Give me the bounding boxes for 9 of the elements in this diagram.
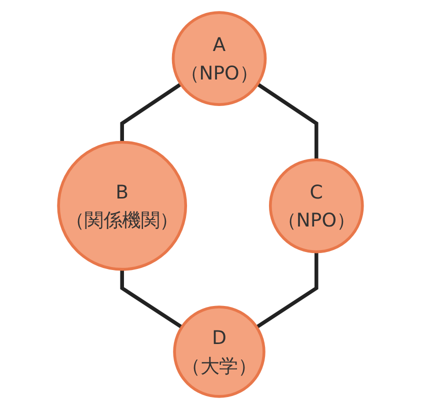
connector <box>120 82 182 142</box>
connector <box>120 269 183 329</box>
node-circle <box>173 306 266 398</box>
connector <box>256 252 318 329</box>
node-circle <box>172 11 267 106</box>
network-diagram: A （NPO） B （関係機関） C （NPO） D （大学） <box>51 5 370 404</box>
node-circle <box>268 158 364 254</box>
node-circle <box>57 140 188 271</box>
connector <box>256 82 318 160</box>
